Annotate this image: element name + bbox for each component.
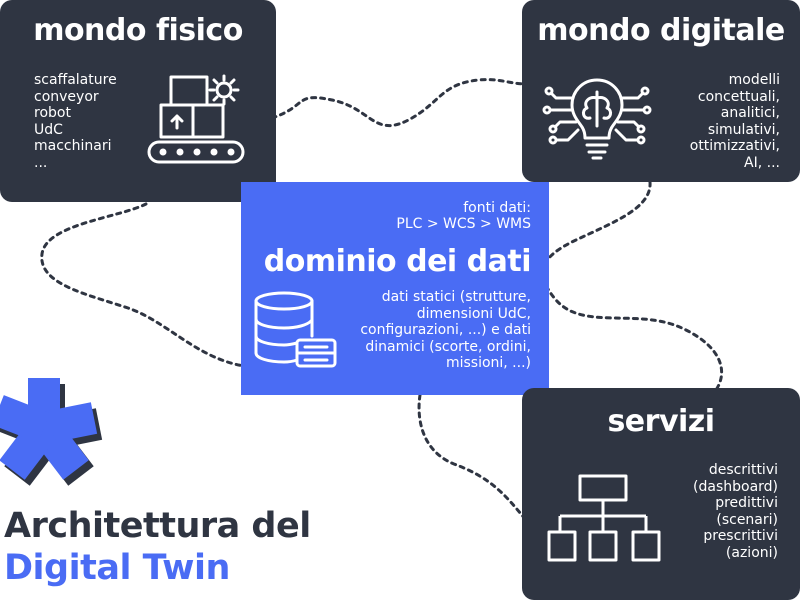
description-line: dati statici (strutture, <box>381 289 531 305</box>
description-line: dimensioni UdC, <box>416 305 531 322</box>
hierarchy-icon <box>547 474 661 562</box>
list-item: analitici, <box>720 105 780 122</box>
card-title-servizi: servizi <box>607 404 715 439</box>
list-item: predittivi <box>715 495 778 512</box>
ai-lightbulb-icon <box>542 78 652 160</box>
list-item: modelli <box>728 72 780 88</box>
list-item: concettuali, <box>697 88 780 105</box>
card-title-dominio-dati: dominio dei dati <box>263 244 532 279</box>
list-item: UdC <box>34 121 63 138</box>
list-item: AI, ... <box>744 154 780 171</box>
list-item: (scenari) <box>716 511 778 528</box>
dominio-dati-description: dati statici (strutture, dimensioni UdC,… <box>360 289 531 372</box>
description-line: missioni, ...) <box>445 355 531 372</box>
list-item: descrittivi <box>708 462 778 478</box>
connector-fisico-digitale <box>270 78 528 128</box>
page-title-line2: Digital Twin <box>4 548 230 588</box>
data-sources-label: fonti dati: PLC > WCS > WMS <box>396 200 531 232</box>
card-mondo-fisico: mondo fisico scaffalature conveyor robot… <box>0 0 276 202</box>
list-item: ... <box>34 154 48 171</box>
data-sources-chain: PLC > WCS > WMS <box>396 216 531 232</box>
card-title-mondo-digitale: mondo digitale <box>537 13 785 48</box>
conveyor-boxes-icon <box>147 74 245 164</box>
connector-fisico-dati <box>40 202 246 368</box>
mondo-fisico-items: scaffalature conveyor robot UdC macchina… <box>34 72 117 172</box>
list-item: (dashboard) <box>693 478 778 495</box>
connector-dati-servizi <box>417 393 528 522</box>
description-line: dinamici (scorte, ordini, <box>365 338 531 355</box>
card-servizi: servizi descrittivi (dashboard) preditti… <box>522 388 800 600</box>
list-item: ottimizzativi, <box>689 138 780 155</box>
data-sources-heading: fonti dati: <box>463 200 531 216</box>
card-dominio-dati: fonti dati: PLC > WCS > WMS dominio dei … <box>241 182 549 395</box>
database-server-icon <box>254 291 337 368</box>
page-title-line1: Architettura del <box>4 506 311 546</box>
list-item: macchinari <box>34 138 112 155</box>
list-item: robot <box>34 105 71 122</box>
card-mondo-digitale: mondo digitale modelli concettuali, anal… <box>522 0 800 182</box>
list-item: conveyor <box>34 88 99 105</box>
description-line: configurazioni, ...) e dati <box>360 322 531 339</box>
mondo-digitale-items: modelli concettuali, analitici, simulati… <box>690 72 780 172</box>
connector-digitale-servizi <box>541 180 724 392</box>
list-item: (azioni) <box>725 544 778 561</box>
asterisk-logo-icon <box>0 378 103 486</box>
list-item: simulativi, <box>707 121 780 138</box>
servizi-items: descrittivi (dashboard) predittivi (scen… <box>693 462 778 562</box>
list-item: scaffalature <box>34 72 117 88</box>
list-item: prescrittivi <box>703 528 778 545</box>
card-title-mondo-fisico: mondo fisico <box>33 13 243 48</box>
